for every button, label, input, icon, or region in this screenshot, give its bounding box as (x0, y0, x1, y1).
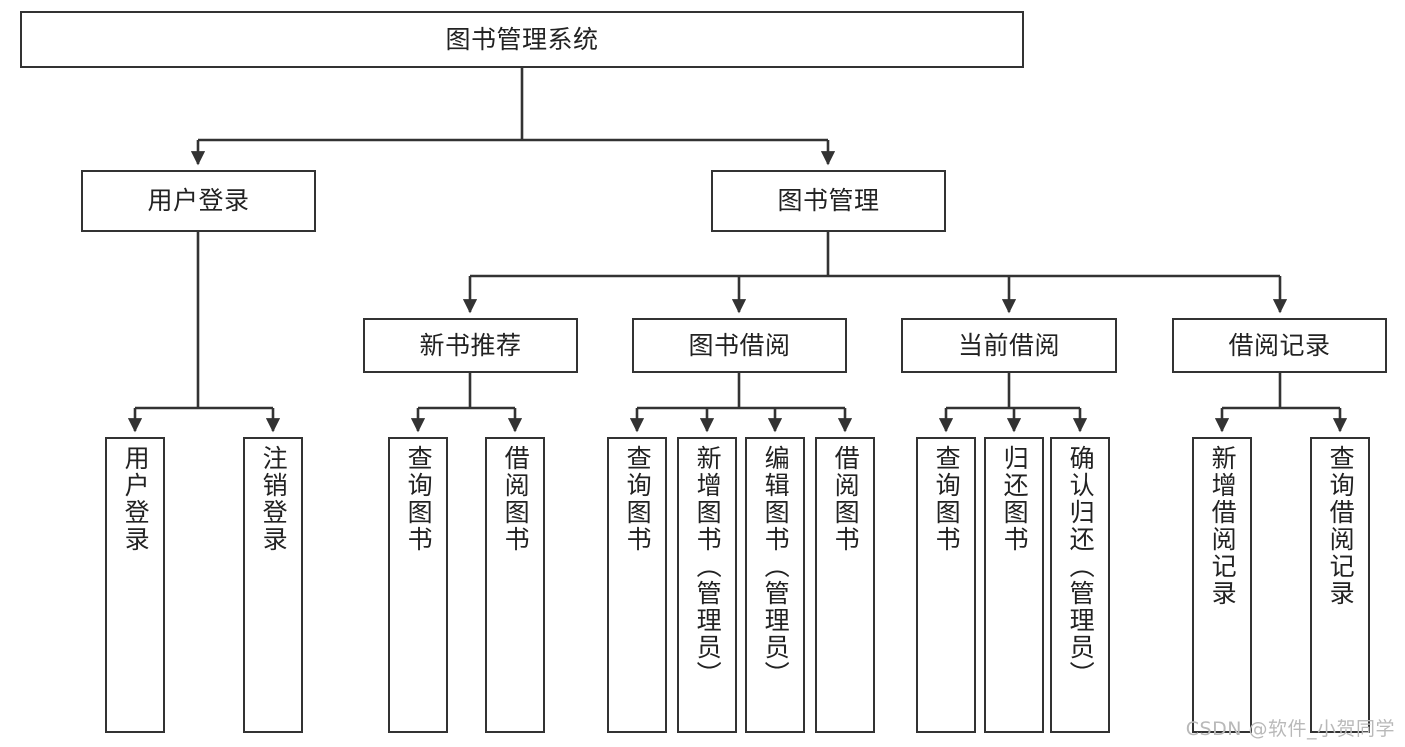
node-leaf-user-login-label: 用户登录 (121, 445, 151, 553)
node-user-login-label: 用户登录 (147, 186, 250, 216)
node-book-borrow[interactable]: 图书借阅 (632, 318, 847, 373)
node-leaf-query-book-borrow-label: 查询图书 (623, 445, 653, 553)
node-leaf-borrow-book-rec-label: 借阅图书 (501, 445, 531, 553)
node-leaf-edit-book-admin[interactable]: 编辑图书（管理员） (745, 437, 805, 733)
node-leaf-add-borrow-record-label: 新增借阅记录 (1208, 445, 1238, 607)
node-book-borrow-label: 图书借阅 (688, 330, 791, 360)
node-leaf-borrow-book-rec[interactable]: 借阅图书 (485, 437, 545, 733)
node-leaf-query-book-rec-label: 查询图书 (404, 445, 434, 553)
node-borrow-record-label: 借阅记录 (1228, 330, 1331, 360)
node-borrow-record[interactable]: 借阅记录 (1172, 318, 1387, 373)
node-root-label: 图书管理系统 (445, 24, 599, 54)
node-leaf-query-borrow-record-label: 查询借阅记录 (1326, 445, 1356, 607)
node-leaf-user-logout-label: 注销登录 (259, 445, 289, 553)
node-leaf-query-book-current[interactable]: 查询图书 (916, 437, 976, 733)
node-book-manage-label: 图书管理 (777, 186, 880, 216)
node-new-book-recommend[interactable]: 新书推荐 (363, 318, 578, 373)
node-leaf-confirm-return-admin-label: 确认归还（管理员） (1066, 445, 1096, 688)
node-leaf-query-book-current-label: 查询图书 (932, 445, 962, 553)
node-user-login[interactable]: 用户登录 (81, 170, 316, 232)
node-leaf-confirm-return-admin[interactable]: 确认归还（管理员） (1050, 437, 1110, 733)
node-leaf-return-book[interactable]: 归还图书 (984, 437, 1044, 733)
node-leaf-query-book-rec[interactable]: 查询图书 (388, 437, 448, 733)
node-leaf-query-borrow-record[interactable]: 查询借阅记录 (1310, 437, 1370, 733)
node-leaf-add-book-admin-label: 新增图书（管理员） (693, 445, 723, 688)
node-leaf-add-book-admin[interactable]: 新增图书（管理员） (677, 437, 737, 733)
node-book-manage[interactable]: 图书管理 (711, 170, 946, 232)
node-current-borrow-label: 当前借阅 (957, 330, 1060, 360)
csdn-watermark: CSDN @软件_小贺同学 (1185, 718, 1395, 740)
node-leaf-add-borrow-record[interactable]: 新增借阅记录 (1192, 437, 1252, 733)
node-new-book-recommend-label: 新书推荐 (419, 330, 522, 360)
node-leaf-borrow-book[interactable]: 借阅图书 (815, 437, 875, 733)
node-current-borrow[interactable]: 当前借阅 (901, 318, 1117, 373)
node-leaf-user-login[interactable]: 用户登录 (105, 437, 165, 733)
node-leaf-return-book-label: 归还图书 (1000, 445, 1030, 553)
node-leaf-edit-book-admin-label: 编辑图书（管理员） (761, 445, 791, 688)
node-leaf-user-logout[interactable]: 注销登录 (243, 437, 303, 733)
node-root-system[interactable]: 图书管理系统 (20, 11, 1024, 68)
node-leaf-borrow-book-label: 借阅图书 (831, 445, 861, 553)
node-leaf-query-book-borrow[interactable]: 查询图书 (607, 437, 667, 733)
